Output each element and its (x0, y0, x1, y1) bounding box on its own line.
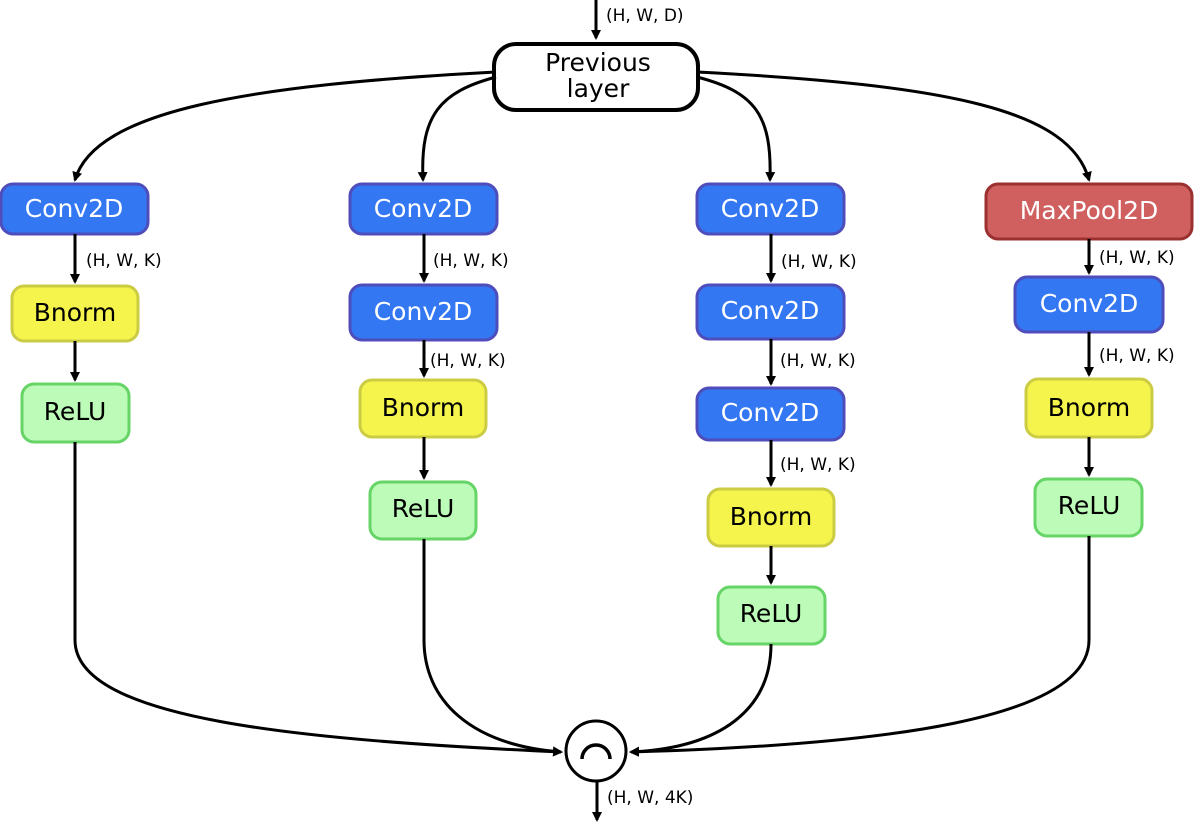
fanout-edge-branch-1 (72, 70, 497, 182)
branch-2-shape-label-2: (H, W, K) (430, 351, 506, 371)
branch-2-conv2d-label-1: Conv2D (374, 194, 473, 223)
branch-3-conv2d-label-3: Conv2D (721, 398, 820, 427)
branch-4-maxpool2d-label: MaxPool2D (1020, 196, 1159, 225)
branch-1-relu-label: ReLU (44, 397, 107, 426)
merge-edge-branch-2 (422, 539, 563, 757)
fanout-edge-branch-4 (696, 70, 1092, 182)
fanout-edge-branch-2 (417, 75, 497, 182)
branch-3-conv2d-label-1: Conv2D (721, 194, 820, 223)
branch-2-bnorm-label: Bnorm (382, 393, 464, 422)
previous-layer-label-line1: Previous (545, 48, 651, 77)
previous-layer-label-line2: layer (567, 74, 630, 103)
branch-3-shape-label-3: (H, W, K) (780, 455, 856, 475)
branch-1-shape-label-1: (H, W, K) (86, 251, 162, 271)
merge-edge-branch-1 (73, 442, 563, 757)
input-shape-label: (H, W, D) (606, 6, 684, 26)
fanout-edge-branch-3 (696, 75, 776, 182)
branch-2: Conv2D (H, W, K) Conv2D (H, W, K) Bnorm … (348, 182, 509, 541)
branch-3-conv2d-label-2: Conv2D (721, 296, 820, 325)
concatenate-node (564, 719, 628, 783)
branch-1-conv2d-label: Conv2D (25, 194, 124, 223)
merge-edge-branch-4 (629, 536, 1091, 757)
branch-3-relu-label: ReLU (740, 599, 803, 628)
branch-3-shape-label-2: (H, W, K) (780, 351, 856, 371)
merge-edge-branch-3 (629, 643, 773, 757)
branch-4-conv2d-label: Conv2D (1040, 289, 1139, 318)
branch-4: MaxPool2D (H, W, K) Conv2D (H, W, K) Bno… (984, 182, 1194, 538)
branch-4-shape-label-1: (H, W, K) (1099, 248, 1175, 268)
concatenate-icon (580, 743, 612, 760)
branch-3: Conv2D (H, W, K) Conv2D (H, W, K) Conv2D… (695, 182, 857, 646)
concatenate-circle (564, 719, 628, 783)
branch-2-relu-label: ReLU (392, 494, 455, 523)
branch-4-relu-label: ReLU (1058, 491, 1121, 520)
branch-4-bnorm-label: Bnorm (1048, 393, 1130, 422)
branch-1: Conv2D (H, W, K) Bnorm ReLU (0, 182, 162, 444)
previous-layer-node: Previous layer (492, 42, 700, 112)
branch-2-shape-label-1: (H, W, K) (433, 251, 509, 271)
branch-3-bnorm-label: Bnorm (730, 502, 812, 531)
branch-4-shape-label-2: (H, W, K) (1099, 346, 1175, 366)
branch-3-shape-label-1: (H, W, K) (781, 252, 857, 272)
branch-1-bnorm-label: Bnorm (34, 298, 116, 327)
branch-2-conv2d-label-2: Conv2D (374, 297, 473, 326)
output-shape-label: (H, W, 4K) (607, 788, 693, 808)
